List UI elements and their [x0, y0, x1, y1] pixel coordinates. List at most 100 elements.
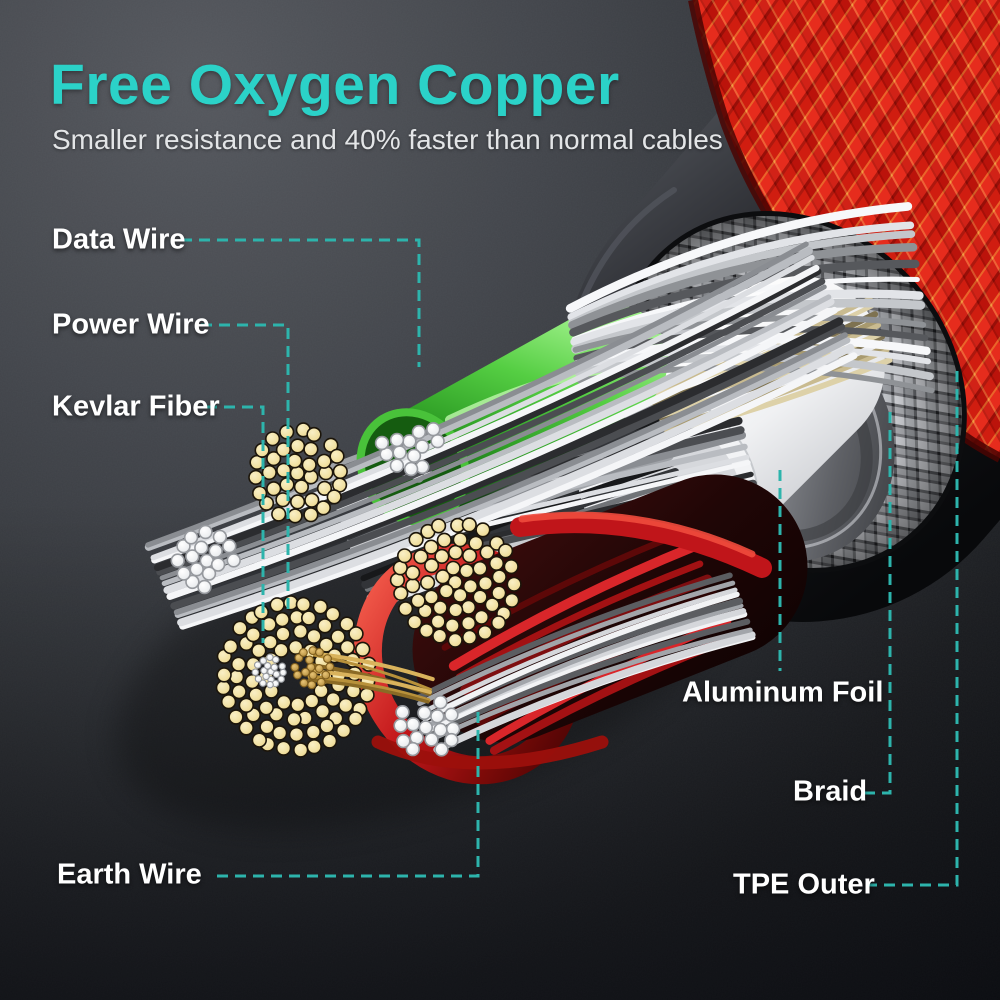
strand-end	[315, 647, 324, 657]
strand-end	[292, 623, 309, 640]
strand-end	[266, 451, 282, 467]
strand-end	[271, 655, 280, 664]
silver-strands-left	[144, 241, 858, 630]
strand-end	[314, 664, 324, 673]
strand-end	[260, 666, 268, 675]
strand-end	[460, 615, 477, 631]
strand-end	[433, 694, 448, 710]
strand-end	[232, 620, 248, 636]
strand-end	[432, 628, 448, 644]
strand-line	[150, 254, 815, 561]
strand-end	[251, 668, 260, 676]
strand-end	[459, 563, 475, 579]
strand-end	[461, 517, 477, 533]
strand-end	[504, 592, 520, 609]
strand-end	[306, 738, 322, 755]
strand-end	[339, 639, 355, 655]
strand-end	[323, 654, 332, 664]
strand-end	[462, 547, 478, 564]
strand-end	[438, 583, 454, 599]
strand-end	[393, 585, 409, 602]
strand-end	[389, 458, 405, 473]
strand-end	[290, 697, 306, 713]
strand-end	[472, 589, 488, 605]
strand-end	[208, 543, 223, 559]
strand-end	[290, 662, 300, 672]
strand-end	[170, 553, 185, 568]
strand-end	[251, 642, 267, 659]
strand-end	[183, 530, 199, 545]
strand-end	[197, 579, 212, 595]
strand-end	[424, 557, 440, 574]
strand-end	[491, 569, 507, 585]
leader-data-wire	[181, 238, 421, 367]
strand-end	[472, 560, 488, 577]
strand-line	[174, 337, 851, 618]
strand-end	[452, 532, 468, 548]
strand-end	[238, 697, 255, 713]
strand-end	[405, 717, 421, 732]
strand-end	[407, 614, 423, 630]
strand-end	[176, 566, 192, 581]
strand-end	[275, 492, 291, 508]
strand-end	[312, 599, 329, 615]
strand-end	[216, 667, 232, 683]
cable-decor	[510, 513, 772, 578]
strand-line	[144, 247, 813, 551]
strand-end	[423, 589, 440, 605]
strand-end	[299, 678, 309, 688]
strand-end	[315, 500, 332, 516]
strand-line	[430, 627, 753, 742]
strand-line	[145, 241, 809, 548]
leader-tpe-outer	[866, 371, 959, 887]
strand-end	[420, 574, 436, 591]
strand-end	[444, 732, 459, 748]
cable-decor	[518, 511, 756, 558]
strand-end	[473, 609, 490, 625]
strand-end	[392, 445, 407, 460]
strand-end	[245, 626, 262, 643]
strand-end	[462, 629, 478, 645]
strand-end	[325, 662, 335, 672]
strand-end	[445, 560, 461, 576]
strand-end	[231, 683, 247, 700]
strand-end	[274, 611, 290, 628]
strand-end	[413, 549, 429, 565]
strand-end	[395, 704, 410, 720]
strand-end	[271, 506, 287, 522]
strand-end	[270, 663, 279, 672]
strand-end	[298, 648, 308, 657]
strand-end	[259, 657, 268, 665]
strand-end	[279, 668, 287, 677]
strand-end	[415, 439, 430, 454]
strand-end	[314, 703, 331, 720]
strand-end	[398, 601, 414, 617]
strand-end	[303, 441, 319, 457]
strand-line	[570, 289, 924, 347]
strand-end	[289, 465, 305, 481]
strand-end	[254, 675, 263, 683]
strand-end	[301, 457, 317, 473]
strand-line	[426, 611, 748, 733]
strand-end	[484, 597, 500, 613]
strand-end	[434, 742, 449, 757]
strand-end	[253, 661, 262, 669]
strand-end	[418, 622, 435, 639]
strand-end	[306, 628, 322, 644]
strand-end	[447, 632, 463, 648]
strand-end	[222, 638, 239, 655]
strand-end	[303, 507, 319, 523]
strand-end	[405, 565, 421, 581]
strand-end	[332, 463, 348, 480]
strand-line	[567, 221, 915, 321]
strand-end	[491, 585, 507, 601]
strand-line	[166, 306, 838, 600]
strand-line	[448, 542, 697, 671]
strand-line	[177, 343, 855, 627]
strand-end	[426, 422, 441, 437]
strand-end	[316, 677, 326, 687]
strand-end	[316, 480, 333, 497]
strand-end	[304, 693, 320, 709]
strand-end	[226, 553, 241, 568]
